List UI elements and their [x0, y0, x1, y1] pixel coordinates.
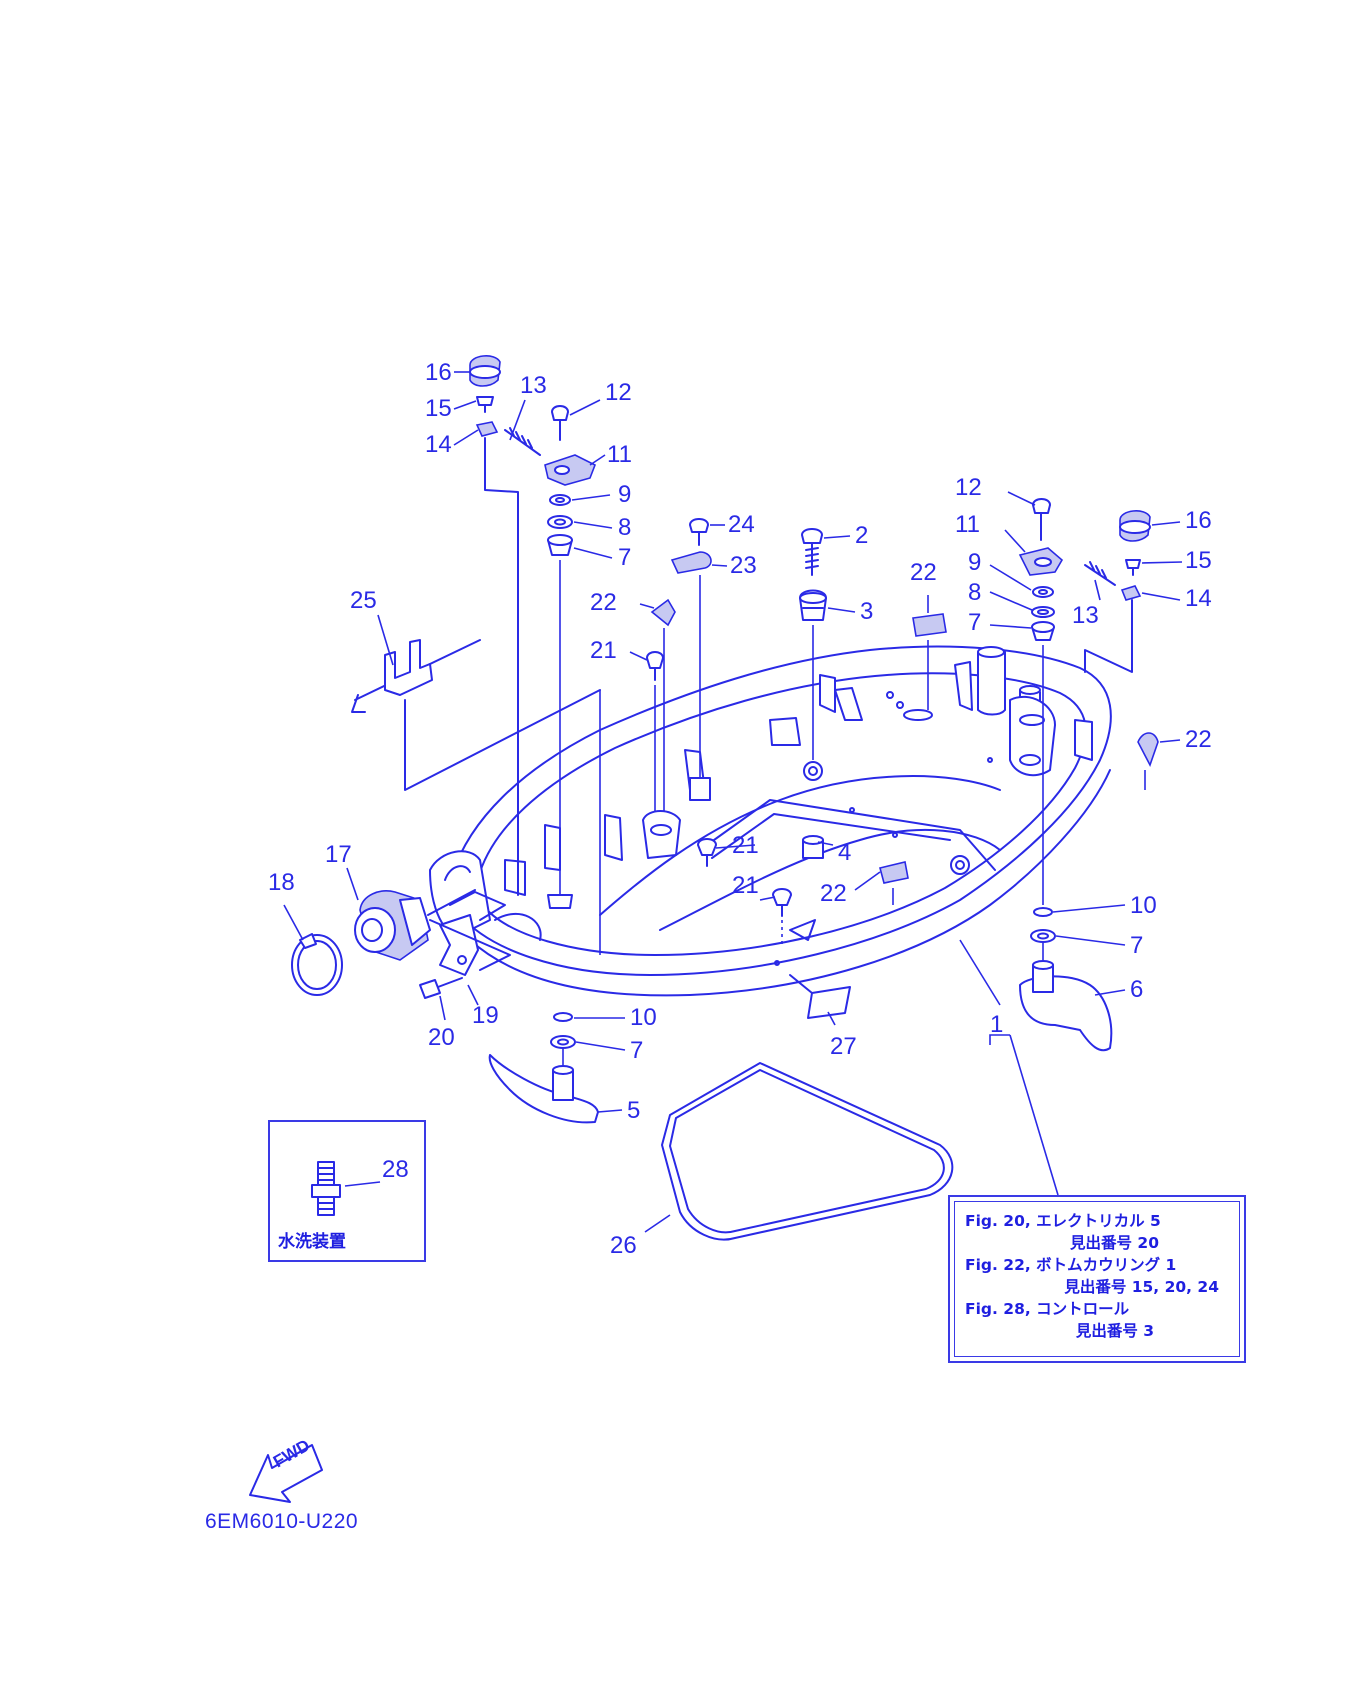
callout-8-right: 8 [968, 579, 981, 606]
callout-15-right: 15 [1185, 547, 1212, 574]
clip-22-right [1137, 732, 1159, 790]
callout-14-right: 14 [1185, 585, 1212, 612]
callout-11-right: 11 [955, 511, 980, 538]
callout-numbers: 16 15 14 13 12 11 9 8 7 24 23 2 3 22 21 … [268, 359, 1212, 1259]
ref-fig-22-index: 見出番号 15, 20, 24 [1064, 1278, 1219, 1296]
ref-fig-28-index: 見出番号 3 [1075, 1322, 1154, 1340]
callout-23: 23 [730, 552, 757, 579]
callout-10-right: 10 [1130, 892, 1157, 919]
callout-7-lower-left: 7 [630, 1037, 643, 1064]
clip-22-pin-21-left [642, 598, 681, 859]
callout-16-right: 16 [1185, 507, 1212, 534]
callout-7: 7 [618, 544, 631, 571]
callout-22: 22 [590, 589, 617, 616]
pins-21-center [697, 838, 909, 945]
callout-18: 18 [268, 869, 295, 896]
callout-22-lower: 22 [820, 880, 847, 907]
ref-fig-22: Fig. 22, ボトムカウリング 1 [965, 1256, 1177, 1274]
flush-fitting-28 [311, 1161, 381, 1216]
callout-13-right: 13 [1072, 602, 1099, 629]
callout-16: 16 [425, 359, 452, 386]
ref-fig-20: Fig. 20, エレクトリカル 5 [965, 1212, 1161, 1230]
callout-21-lower: 21 [732, 872, 759, 899]
callout-4: 4 [838, 839, 851, 866]
callout-17: 17 [325, 841, 352, 868]
water-plug-17-band-18-bracket-19-bolt-20 [291, 889, 511, 999]
figure-reference-box: Fig. 20, エレクトリカル 5 見出番号 20 Fig. 22, ボトムカ… [948, 1195, 1246, 1363]
callout-27: 27 [830, 1033, 857, 1060]
ref-fig-20-index: 見出番号 20 [1070, 1234, 1159, 1252]
left-lock-assembly [469, 355, 597, 909]
bolt-24-key-23 [670, 518, 712, 801]
clip-22-center [912, 613, 947, 710]
callout-3: 3 [860, 598, 873, 625]
lever-5-stack [488, 1012, 599, 1124]
ref-fig-28: Fig. 28, コントロール [965, 1300, 1130, 1318]
callout-13: 13 [520, 372, 547, 399]
decal-27 [789, 974, 851, 1019]
callout-9: 9 [618, 481, 631, 508]
callout-25: 25 [350, 587, 377, 614]
callout-28: 28 [382, 1156, 409, 1183]
callout-5: 5 [627, 1097, 640, 1124]
leader-lines [283, 371, 1183, 1233]
flushing-device-label: 水洗装置 [278, 1232, 346, 1252]
callout-9-right: 9 [968, 549, 981, 576]
callout-24: 24 [728, 511, 755, 538]
bottom-cowling-shell [429, 645, 1112, 997]
callout-12-right: 12 [955, 474, 982, 501]
fwd-arrow-icon [249, 1444, 323, 1503]
callout-6: 6 [1130, 976, 1143, 1003]
right-lock-assembly [1018, 498, 1151, 905]
callout-14: 14 [425, 431, 452, 458]
callout-10-left: 10 [630, 1004, 657, 1031]
clamp-25 [351, 639, 601, 955]
callout-8: 8 [618, 514, 631, 541]
callout-12: 12 [605, 379, 632, 406]
callout-21: 21 [590, 637, 617, 664]
lever-6-stack [1019, 907, 1113, 1052]
callout-11: 11 [607, 441, 632, 468]
callout-22-center: 22 [910, 559, 937, 586]
callout-20: 20 [428, 1024, 455, 1051]
callout-19: 19 [472, 1002, 499, 1029]
callout-2: 2 [855, 522, 868, 549]
callout-22-right: 22 [1185, 726, 1212, 753]
callout-1: 1 [990, 1011, 1003, 1038]
catalog-code: 6EM6010-U220 [205, 1510, 359, 1533]
callout-15: 15 [425, 395, 452, 422]
gasket-26 [661, 1062, 954, 1241]
flushing-device-box: 28 水洗装置 [268, 1120, 426, 1262]
figure-reference-box-inner: Fig. 20, エレクトリカル 5 見出番号 20 Fig. 22, ボトムカ… [954, 1201, 1240, 1357]
callout-7-right: 7 [968, 609, 981, 636]
callout-7-lower-right: 7 [1130, 932, 1143, 959]
callout-26: 26 [610, 1232, 637, 1259]
callout-21-center: 21 [732, 832, 759, 859]
